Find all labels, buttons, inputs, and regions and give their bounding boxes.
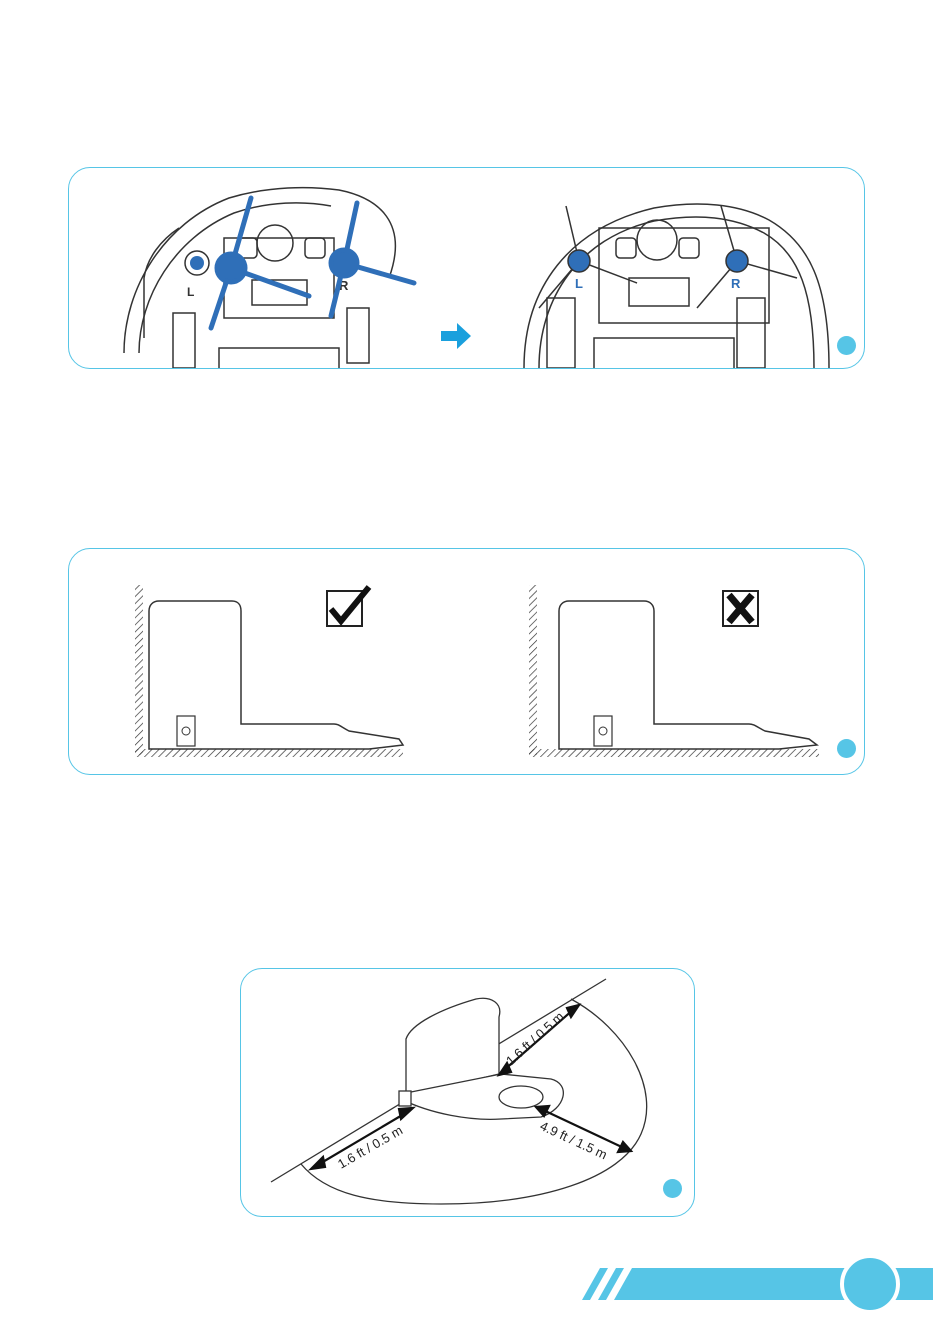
base-station	[399, 998, 563, 1119]
base-placement-panel	[68, 548, 865, 775]
step-indicator-3	[663, 1179, 682, 1198]
dim-right-label: 1.6 ft / 0.5 m	[503, 1009, 567, 1069]
clearance-illustration: 1.6 ft / 0.5 m 1.6 ft / 0.5 m 4.9 ft / 1…	[241, 969, 695, 1217]
step-indicator-1	[837, 336, 856, 355]
step-indicator-2	[837, 739, 856, 758]
side-brush-right-before[interactable]	[331, 203, 414, 316]
right-arrow-icon	[441, 323, 471, 349]
brush-install-panel: L R	[68, 167, 865, 369]
x-mark-icon	[723, 591, 758, 626]
label-r-after: R	[731, 276, 741, 291]
dim-left-label: 1.6 ft / 0.5 m	[335, 1122, 405, 1171]
clearance-panel: 1.6 ft / 0.5 m 1.6 ft / 0.5 m 4.9 ft / 1…	[240, 968, 695, 1217]
label-l-before: L	[187, 285, 194, 299]
check-mark-icon	[327, 587, 369, 626]
page-number-circle	[842, 1256, 898, 1312]
side-brush-right-after	[697, 206, 797, 308]
brush-post-before	[190, 256, 204, 270]
robot-bottom-after: L R	[524, 204, 829, 369]
label-l-after: L	[575, 276, 583, 291]
base-wrong-scene	[529, 585, 819, 757]
brush-install-illustration: L R	[69, 168, 865, 369]
base-placement-illustration	[69, 549, 865, 775]
side-brush-left-after	[539, 206, 637, 308]
footer-band	[570, 1252, 933, 1324]
